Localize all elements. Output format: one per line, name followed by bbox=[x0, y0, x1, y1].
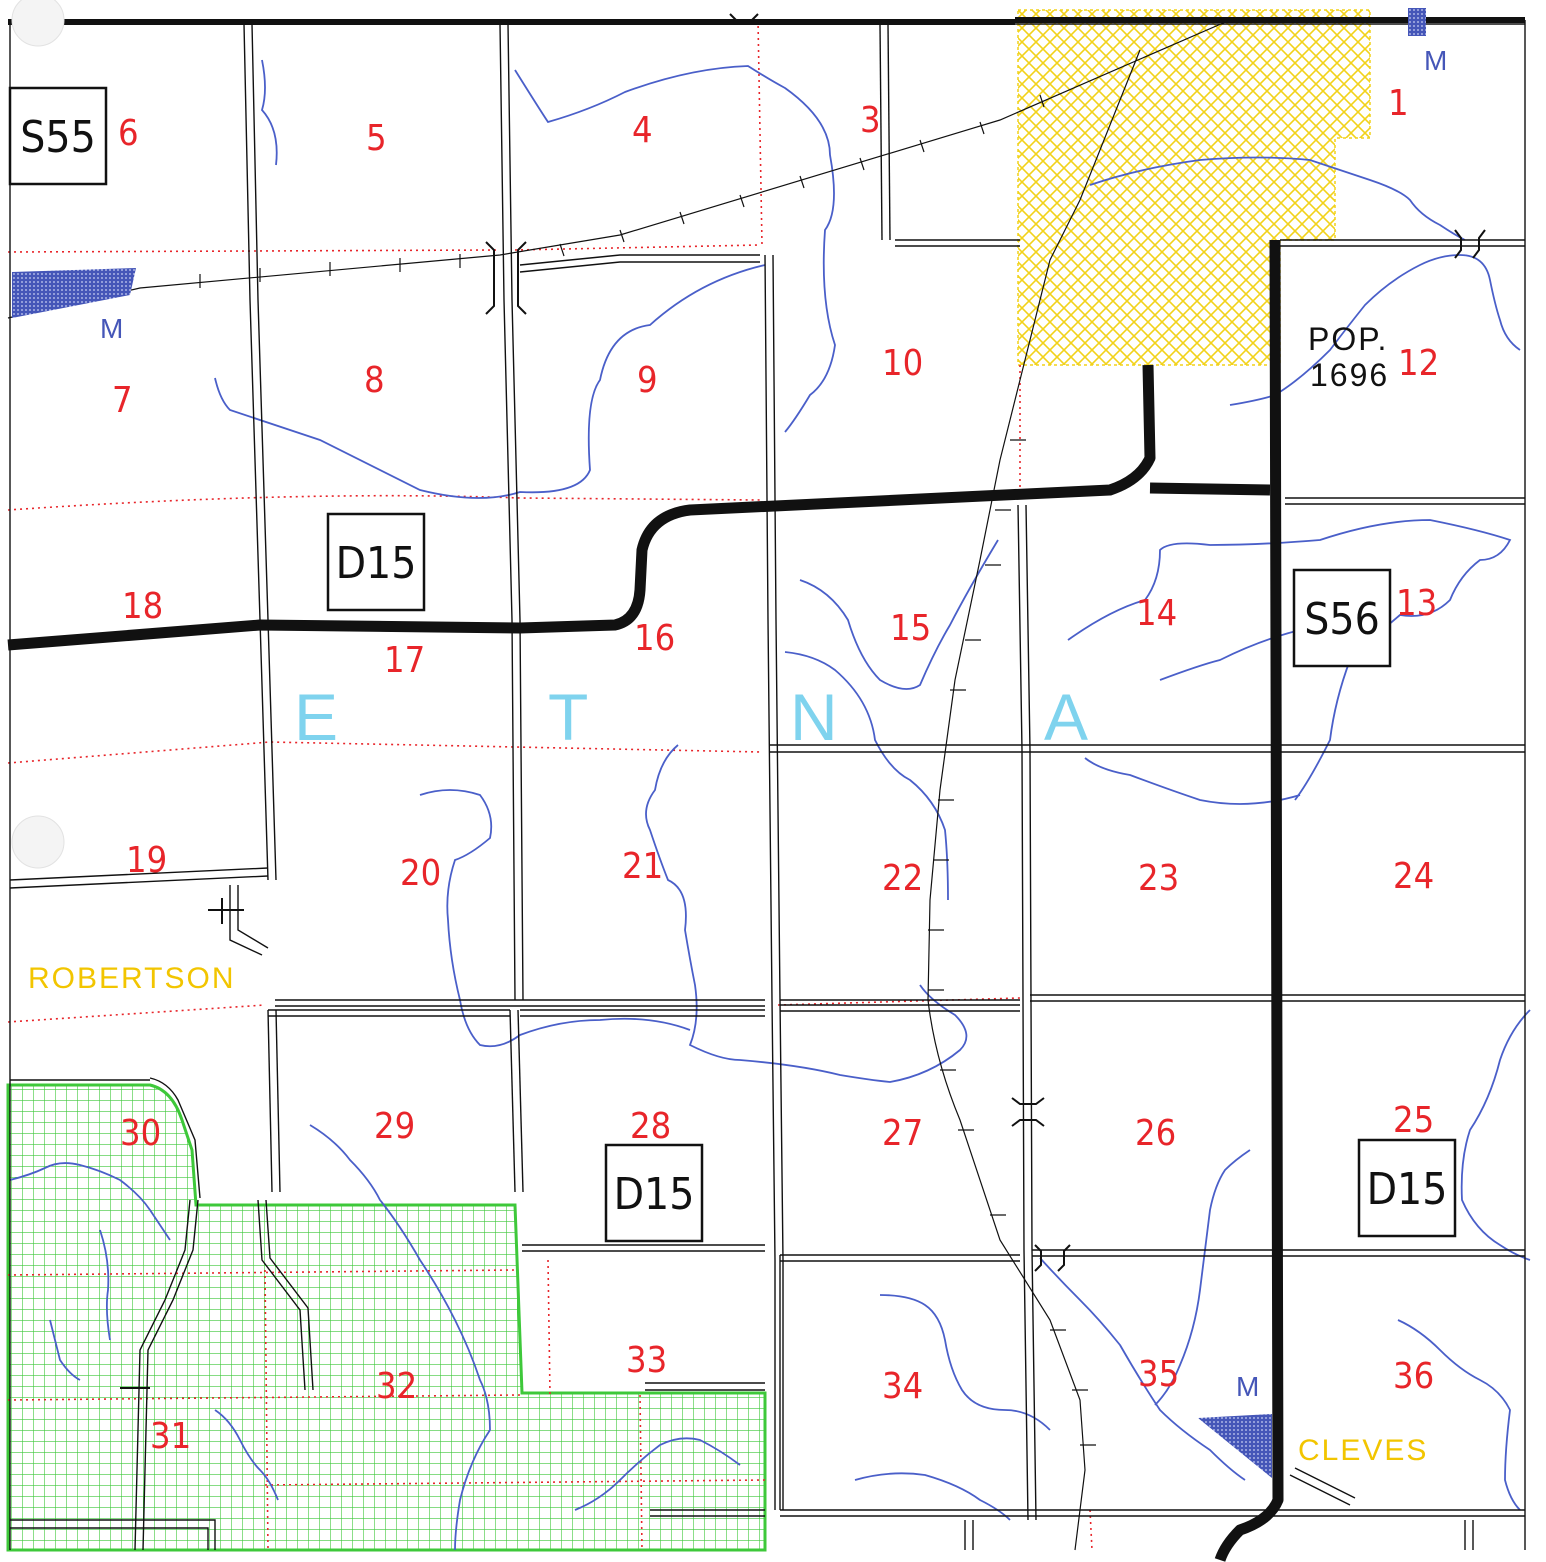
section-number: 19 bbox=[126, 840, 167, 881]
section-number: 17 bbox=[384, 640, 425, 681]
section-number: 16 bbox=[634, 618, 675, 659]
section-number: 8 bbox=[364, 360, 385, 401]
section-number: 34 bbox=[882, 1366, 923, 1407]
place-name-cleves: CLEVES bbox=[1298, 1434, 1428, 1467]
marker-label-northeast: M bbox=[1424, 45, 1447, 76]
route-shield-label: D15 bbox=[336, 538, 417, 589]
section-number: 3 bbox=[860, 100, 881, 141]
section-number: 30 bbox=[120, 1113, 161, 1154]
township-letter-3: N bbox=[790, 680, 838, 754]
route-shield-s56: S56 bbox=[1292, 568, 1392, 668]
section-number: 35 bbox=[1138, 1354, 1179, 1395]
public-land-area bbox=[6, 1083, 767, 1552]
road-network bbox=[9, 19, 1526, 1551]
section-number: 4 bbox=[632, 110, 653, 151]
section-number: 6 bbox=[118, 113, 139, 154]
section-number: 12 bbox=[1398, 343, 1439, 384]
section-number: 22 bbox=[882, 858, 923, 899]
section-number: 31 bbox=[150, 1416, 191, 1457]
population-label: POP. bbox=[1308, 321, 1388, 357]
marker-label-west: M bbox=[100, 313, 123, 344]
section-number: 21 bbox=[622, 846, 663, 887]
section-number: 28 bbox=[630, 1106, 671, 1147]
section-number: 25 bbox=[1393, 1100, 1434, 1141]
section-number: 36 bbox=[1393, 1356, 1434, 1397]
section-number: 29 bbox=[374, 1106, 415, 1147]
township-letter-1: E bbox=[294, 680, 338, 754]
section-number: 26 bbox=[1135, 1113, 1176, 1154]
section-number: 14 bbox=[1136, 593, 1177, 634]
route-shield-s55: S55 bbox=[8, 86, 108, 186]
section-number: 27 bbox=[882, 1113, 923, 1154]
section-number: 18 bbox=[122, 586, 163, 627]
section-number: 15 bbox=[890, 608, 931, 649]
marker-icon bbox=[12, 8, 1426, 1478]
section-number: 23 bbox=[1138, 858, 1179, 899]
section-number: 24 bbox=[1393, 856, 1434, 897]
population-value: 1696 bbox=[1310, 357, 1389, 393]
urban-area bbox=[1017, 9, 1371, 366]
highways bbox=[7, 17, 1525, 1562]
section-number: 13 bbox=[1396, 583, 1437, 624]
route-shield-d15-east: D15 bbox=[1357, 1138, 1457, 1238]
section-number: 5 bbox=[366, 118, 387, 159]
route-shield-label: D15 bbox=[1367, 1164, 1448, 1215]
place-name-robertson: ROBERTSON bbox=[28, 962, 235, 995]
bridge-icon bbox=[120, 13, 1486, 1389]
township-letter-2: T bbox=[548, 680, 588, 754]
section-number: 20 bbox=[400, 853, 441, 894]
section-number: 7 bbox=[112, 380, 133, 421]
route-shield-label: S56 bbox=[1304, 594, 1380, 645]
streams bbox=[9, 59, 1531, 1551]
route-shield-label: D15 bbox=[614, 1169, 695, 1220]
section-numbers: 1 3 4 5 6 7 8 9 10 12 13 14 15 16 17 18 … bbox=[112, 83, 1439, 1457]
marker-label-southeast: M bbox=[1236, 1371, 1259, 1402]
route-shield-d15-south: D15 bbox=[604, 1143, 704, 1243]
section-number: 33 bbox=[626, 1340, 667, 1381]
section-number: 1 bbox=[1388, 83, 1409, 124]
section-lines bbox=[7, 19, 1093, 1551]
section-number: 9 bbox=[637, 360, 658, 401]
section-number: 32 bbox=[376, 1366, 417, 1407]
township-letter-4: A bbox=[1044, 680, 1088, 754]
binder-holes bbox=[11, 0, 65, 869]
route-shield-d15-west: D15 bbox=[326, 512, 426, 612]
route-shield-label: S55 bbox=[20, 112, 96, 163]
section-number: 10 bbox=[882, 343, 923, 384]
